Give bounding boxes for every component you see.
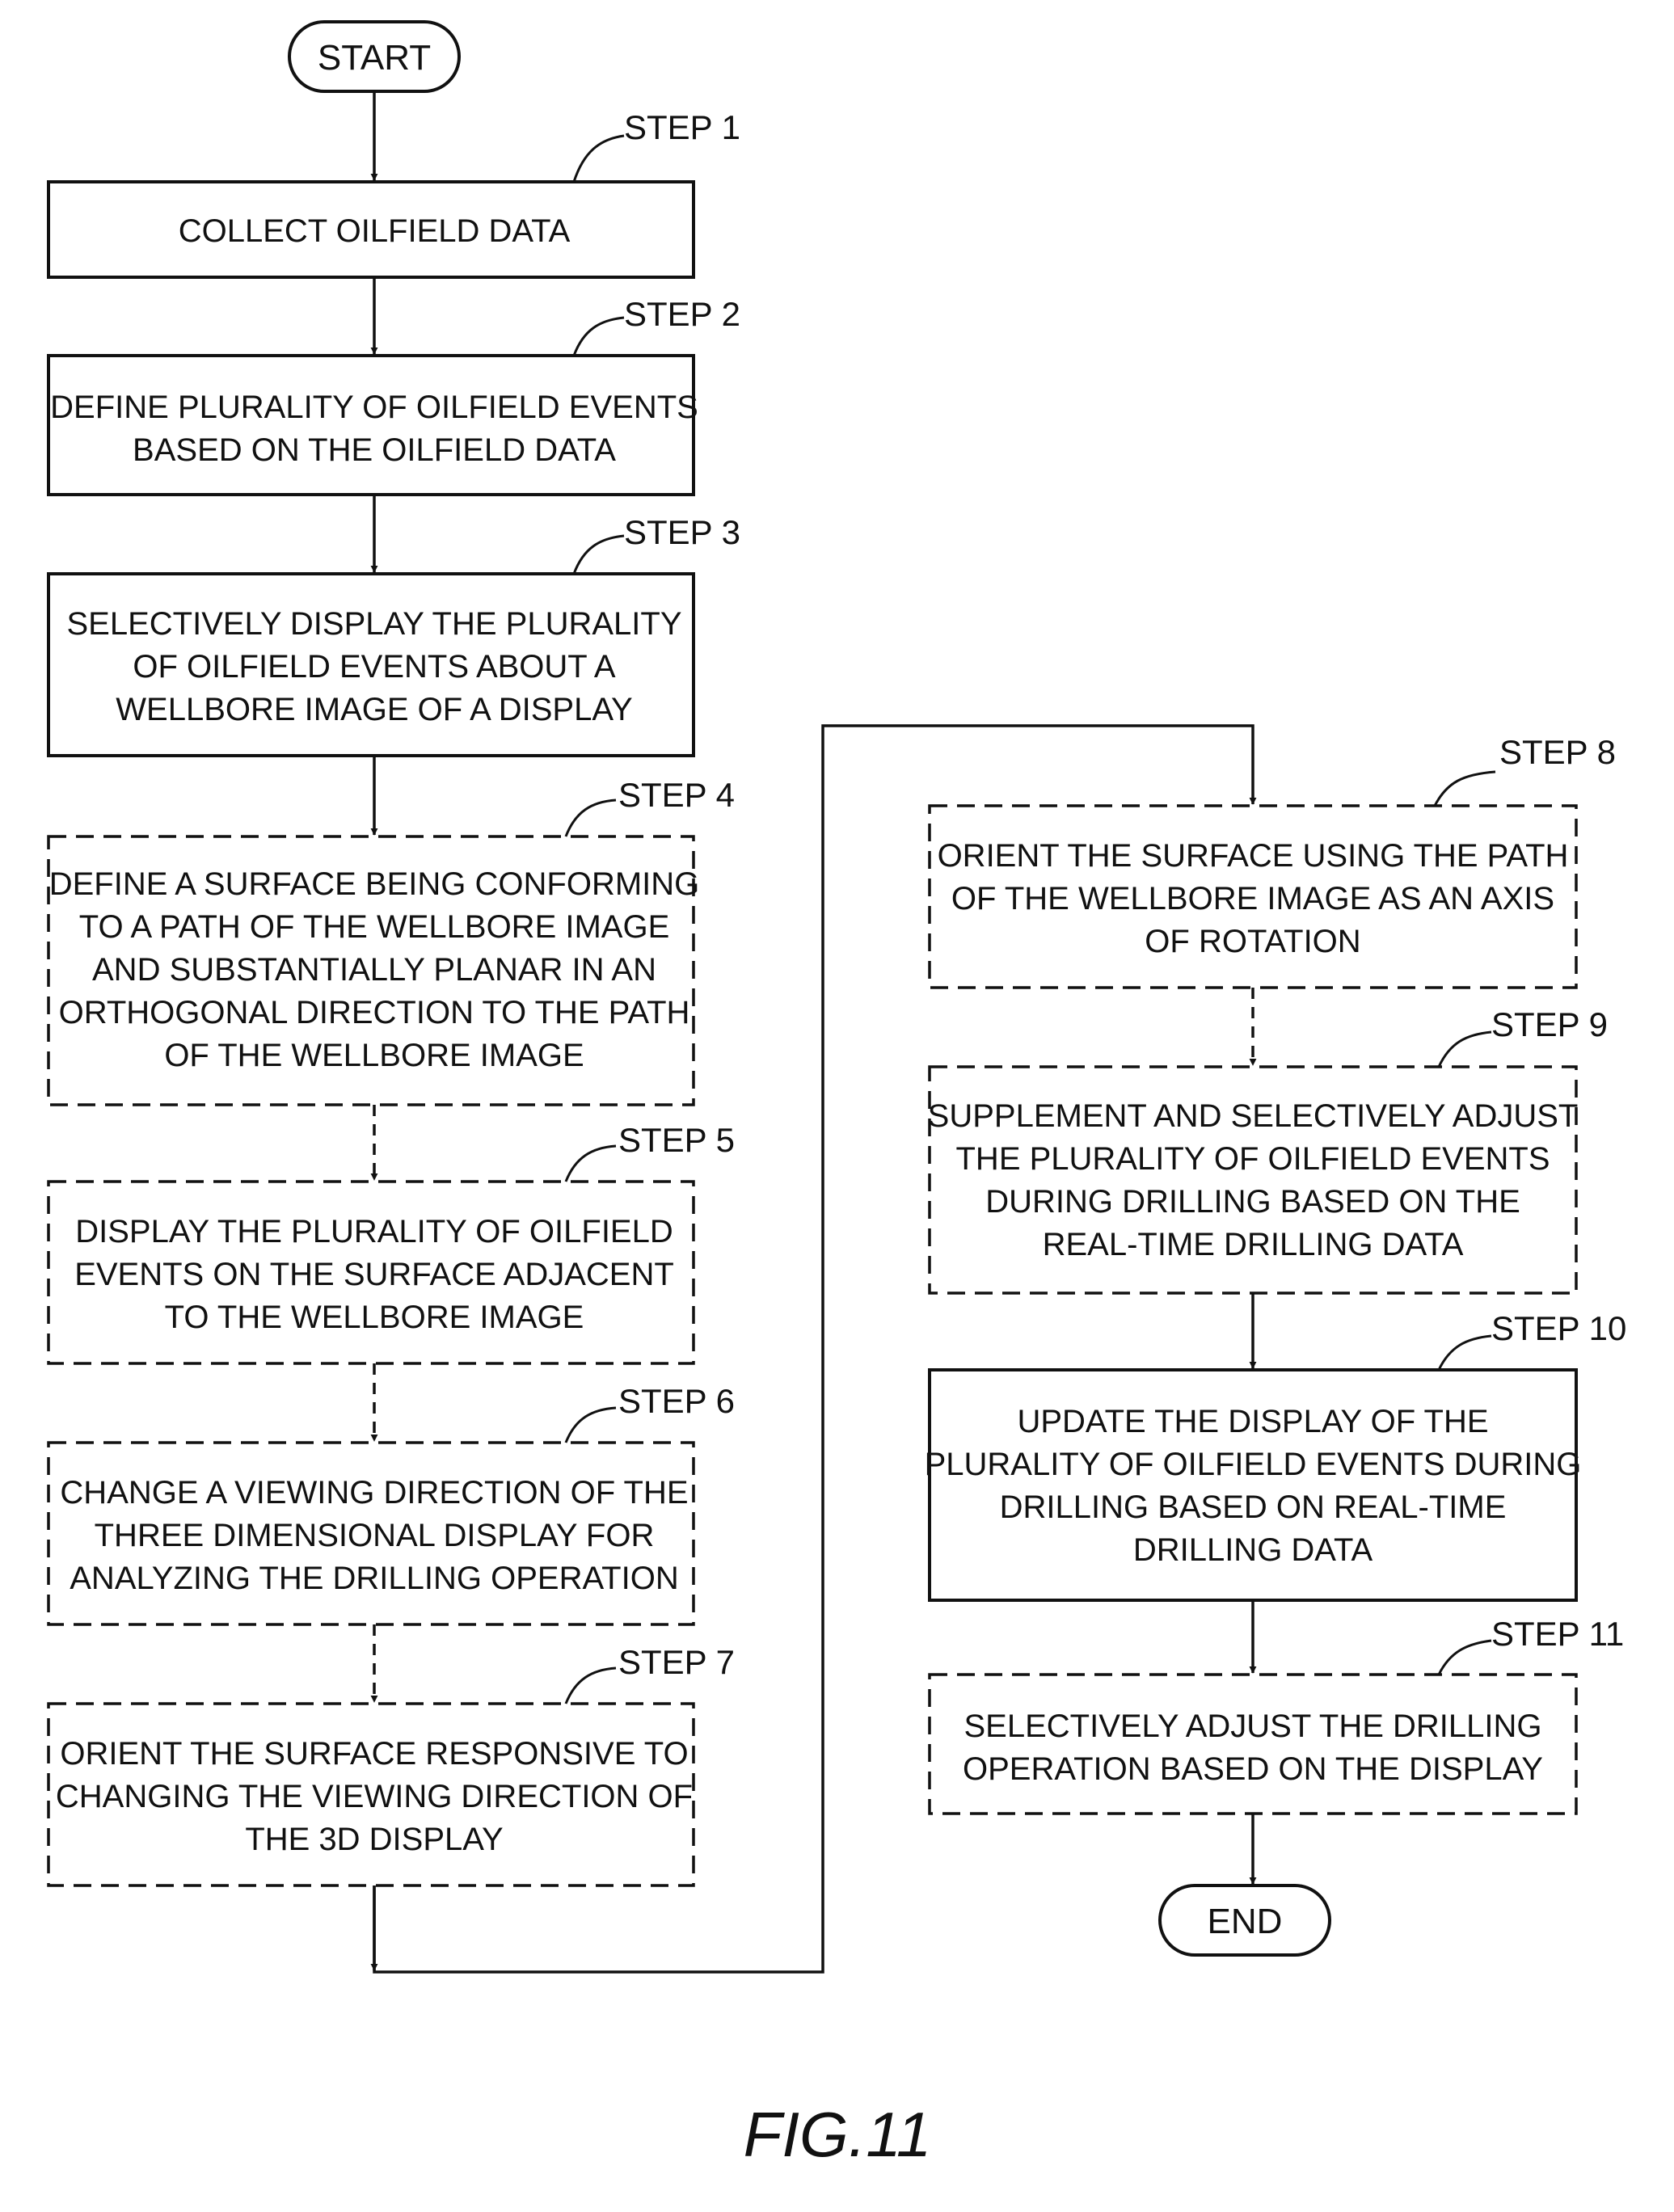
step-8-box: ORIENT THE SURFACE USING THE PATH OF THE… <box>930 806 1576 988</box>
step-11-label: STEP 11 <box>1491 1615 1624 1653</box>
step-4-label-group: STEP 4 <box>566 776 735 836</box>
step-10-line-1: UPDATE THE DISPLAY OF THE <box>1017 1404 1488 1439</box>
step-7-line-2: CHANGING THE VIEWING DIRECTION OF <box>56 1779 693 1814</box>
step-9-box: SUPPLEMENT AND SELECTIVELY ADJUST THE PL… <box>928 1067 1579 1293</box>
step-7-line-3: THE 3D DISPLAY <box>245 1822 503 1857</box>
step-8-line-1: ORIENT THE SURFACE USING THE PATH <box>938 838 1569 874</box>
end-label: END <box>1208 1902 1283 1941</box>
step-10-line-3: DRILLING BASED ON REAL-TIME <box>1000 1489 1507 1525</box>
step-7-label-group: STEP 7 <box>566 1643 735 1704</box>
step-10-box: UPDATE THE DISPLAY OF THE PLURALITY OF O… <box>925 1370 1582 1600</box>
step-9-line-2: THE PLURALITY OF OILFIELD EVENTS <box>956 1141 1550 1177</box>
step-5-label: STEP 5 <box>618 1121 735 1159</box>
step-6-label: STEP 6 <box>618 1382 735 1420</box>
step-8-label: STEP 8 <box>1499 733 1616 771</box>
step-11-line-2: OPERATION BASED ON THE DISPLAY <box>963 1751 1543 1787</box>
step-6-line-1: CHANGE A VIEWING DIRECTION OF THE <box>60 1475 688 1510</box>
step-5-label-group: STEP 5 <box>566 1121 735 1182</box>
step-5-line-3: TO THE WELLBORE IMAGE <box>165 1300 584 1335</box>
step-3-line-1: SELECTIVELY DISPLAY THE PLURALITY <box>66 606 681 642</box>
step-2-label-group: STEP 2 <box>574 295 740 356</box>
step-3-label: STEP 3 <box>624 513 740 551</box>
step-8-line-2: OF THE WELLBORE IMAGE AS AN AXIS <box>951 881 1554 916</box>
step-11-label-group: STEP 11 <box>1439 1615 1624 1675</box>
step-5-line-1: DISPLAY THE PLURALITY OF OILFIELD <box>75 1214 673 1249</box>
step-2-label: STEP 2 <box>624 295 740 333</box>
step-1-box: COLLECT OILFIELD DATA <box>48 182 694 277</box>
step-4-line-2: TO A PATH OF THE WELLBORE IMAGE <box>79 909 670 945</box>
step-9-line-4: REAL-TIME DRILLING DATA <box>1043 1227 1464 1262</box>
step-4-label: STEP 4 <box>618 776 735 814</box>
start-terminal: START <box>289 22 459 91</box>
step-1-label: STEP 1 <box>624 108 740 146</box>
step-4-line-5: OF THE WELLBORE IMAGE <box>164 1038 584 1073</box>
step-7-line-1: ORIENT THE SURFACE RESPONSIVE TO <box>60 1736 688 1772</box>
step-6-label-group: STEP 6 <box>566 1382 735 1443</box>
step-9-label-group: STEP 9 <box>1439 1005 1608 1067</box>
figure-label: FIG.11 <box>744 2099 932 2170</box>
step-11-box: SELECTIVELY ADJUST THE DRILLING OPERATIO… <box>930 1675 1576 1814</box>
step-7-label: STEP 7 <box>618 1643 735 1681</box>
step-4-box: DEFINE A SURFACE BEING CONFORMING TO A P… <box>48 836 699 1105</box>
step-7-box: ORIENT THE SURFACE RESPONSIVE TO CHANGIN… <box>48 1704 694 1885</box>
step-10-line-4: DRILLING DATA <box>1133 1532 1373 1568</box>
step-6-box: CHANGE A VIEWING DIRECTION OF THE THREE … <box>48 1443 694 1624</box>
step-11-line-1: SELECTIVELY ADJUST THE DRILLING <box>963 1709 1541 1744</box>
step-1-label-group: STEP 1 <box>574 108 740 182</box>
step-9-line-3: DURING DRILLING BASED ON THE <box>985 1184 1520 1220</box>
end-terminal: END <box>1160 1885 1330 1955</box>
step-10-label-group: STEP 10 <box>1439 1309 1626 1370</box>
step-10-label: STEP 10 <box>1491 1309 1626 1347</box>
step-8-line-3: OF ROTATION <box>1145 924 1360 959</box>
step-2-line-2: BASED ON THE OILFIELD DATA <box>133 432 616 468</box>
step-9-label: STEP 9 <box>1491 1005 1608 1043</box>
step-2-line-1: DEFINE PLURALITY OF OILFIELD EVENTS <box>50 390 698 425</box>
step-6-line-3: ANALYZING THE DRILLING OPERATION <box>70 1561 678 1596</box>
step-6-line-2: THREE DIMENSIONAL DISPLAY FOR <box>95 1518 655 1553</box>
step-3-box: SELECTIVELY DISPLAY THE PLURALITY OF OIL… <box>48 574 694 756</box>
step-3-label-group: STEP 3 <box>574 513 740 574</box>
step-3-line-3: WELLBORE IMAGE OF A DISPLAY <box>116 692 632 727</box>
step-1-line-1: COLLECT OILFIELD DATA <box>179 213 571 249</box>
step-8-label-group: STEP 8 <box>1435 733 1616 806</box>
step-5-line-2: EVENTS ON THE SURFACE ADJACENT <box>74 1257 674 1292</box>
step-5-box: DISPLAY THE PLURALITY OF OILFIELD EVENTS… <box>48 1182 694 1363</box>
step-4-line-3: AND SUBSTANTIALLY PLANAR IN AN <box>92 952 656 988</box>
start-label: START <box>318 38 431 78</box>
step-10-line-2: PLURALITY OF OILFIELD EVENTS DURING <box>925 1447 1582 1482</box>
step-9-line-1: SUPPLEMENT AND SELECTIVELY ADJUST <box>928 1098 1579 1134</box>
step-4-line-1: DEFINE A SURFACE BEING CONFORMING <box>49 866 700 902</box>
step-4-line-4: ORTHOGONAL DIRECTION TO THE PATH <box>59 995 690 1030</box>
step-2-box: DEFINE PLURALITY OF OILFIELD EVENTS BASE… <box>48 356 698 495</box>
step-3-line-2: OF OILFIELD EVENTS ABOUT A <box>133 649 616 685</box>
